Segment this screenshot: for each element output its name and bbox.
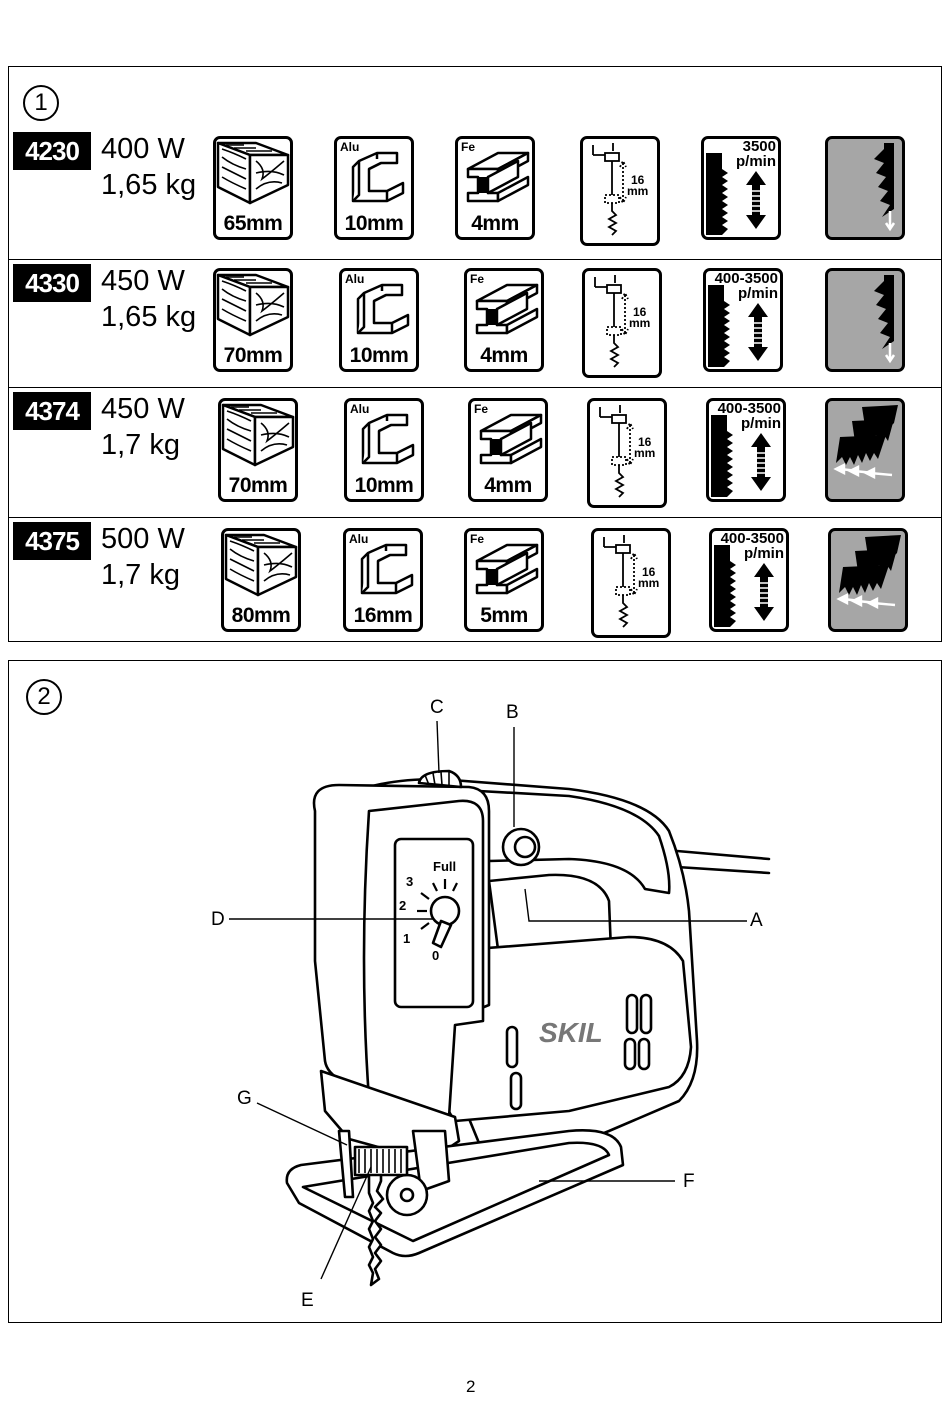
steel-capacity-icon: Fe 4mm — [455, 136, 535, 240]
steel-capacity-icon: Fe 4mm — [464, 268, 544, 372]
model-number: 4330 — [13, 264, 91, 302]
callout-a: A — [750, 910, 763, 931]
power-rating: 400 W — [101, 133, 185, 165]
page-number: 2 — [466, 1377, 476, 1396]
callout-f: F — [683, 1171, 695, 1192]
aluminium-capacity-value: 10mm — [354, 474, 414, 497]
speed-value: 3500 — [742, 138, 776, 155]
stroke-value: 16 — [637, 435, 652, 449]
stroke-value: 16 — [641, 565, 656, 579]
speed-unit: p/min — [736, 153, 776, 170]
steel-capacity-value: 4mm — [480, 344, 528, 367]
dust-blower-icon — [828, 528, 908, 632]
stroke-unit: mm — [634, 446, 656, 460]
speed-unit: p/min — [741, 415, 781, 432]
wood-capacity-value: 70mm — [228, 474, 288, 497]
alu-tag: Alu — [340, 140, 360, 154]
steel-capacity-value: 4mm — [484, 474, 532, 497]
fe-tag: Fe — [474, 402, 489, 416]
steel-capacity-icon: Fe 4mm — [468, 398, 548, 502]
wood-capacity-icon: 70mm — [218, 398, 298, 502]
wood-capacity-icon: 65mm — [213, 136, 293, 240]
spec-row-4230: 4230 400 W 1,65 kg 65mm Alu 10mm Fe 4mm … — [9, 128, 941, 258]
weight: 1,65 kg — [101, 169, 197, 201]
speed-unit: p/min — [744, 545, 784, 562]
aluminium-capacity-value: 10mm — [349, 344, 409, 367]
model-number: 4375 — [13, 522, 91, 560]
dial-label-0: 0 — [432, 948, 440, 963]
callout-d: D — [211, 909, 225, 930]
blade-change-icon — [825, 268, 905, 372]
power-rating: 450 W — [101, 265, 185, 297]
speed-value: 400-3500 — [717, 400, 781, 417]
callout-e: E — [301, 1290, 314, 1311]
jigsaw-overview-figure: 2 — [8, 660, 942, 1323]
speed-unit: p/min — [738, 285, 778, 302]
fe-tag: Fe — [470, 532, 485, 546]
steel-capacity-value: 4mm — [471, 212, 519, 235]
spec-row-4375: 4375 500 W 1,7 kg 80mm Alu 16mm Fe 5mm 1… — [9, 517, 941, 648]
dial-label-1: 1 — [403, 931, 411, 946]
spec-row-4374: 4374 450 W 1,7 kg 70mm Alu 10mm Fe 4mm 1… — [9, 387, 941, 518]
steel-capacity-value: 5mm — [480, 604, 528, 627]
alu-tag: Alu — [349, 532, 369, 546]
callout-b: B — [506, 702, 519, 723]
wood-capacity-icon: 80mm — [221, 528, 301, 632]
wood-capacity-value: 70mm — [223, 344, 283, 367]
dial-label-2: 2 — [399, 898, 407, 913]
figure-number-2: 2 — [26, 679, 62, 715]
alu-tag: Alu — [345, 272, 365, 286]
alu-tag: Alu — [350, 402, 370, 416]
jigsaw-drawing — [229, 720, 771, 1287]
speed-value: 400-3500 — [720, 530, 784, 547]
weight: 1,7 kg — [101, 559, 180, 591]
aluminium-capacity-value: 16mm — [353, 604, 413, 627]
power-rating: 450 W — [101, 393, 185, 425]
callout-c: C — [430, 697, 444, 718]
callout-g: G — [237, 1088, 252, 1109]
dial-label-3: 3 — [406, 874, 414, 889]
stroke-value: 16 — [630, 173, 645, 187]
speed-value: 400-3500 — [714, 270, 778, 287]
aluminium-capacity-icon: Alu 10mm — [344, 398, 424, 502]
steel-capacity-icon: Fe 5mm — [464, 528, 544, 632]
wood-capacity-value: 65mm — [223, 212, 283, 235]
brand-logo: SKIL — [539, 1017, 603, 1048]
model-number: 4230 — [13, 132, 91, 170]
stroke-unit: mm — [629, 316, 651, 330]
aluminium-capacity-icon: Alu 16mm — [343, 528, 423, 632]
power-rating: 500 W — [101, 523, 185, 555]
blade-change-icon — [825, 136, 905, 240]
fe-tag: Fe — [461, 140, 476, 154]
weight: 1,7 kg — [101, 429, 180, 461]
figure-number-1: 1 — [23, 85, 59, 121]
fe-tag: Fe — [470, 272, 485, 286]
stroke-unit: mm — [627, 184, 649, 198]
dial-label-full: Full — [433, 859, 457, 874]
stroke-unit: mm — [638, 576, 660, 590]
weight: 1,65 kg — [101, 301, 197, 333]
spec-row-4330: 4330 450 W 1,65 kg 70mm Alu 10mm Fe 4mm … — [9, 259, 941, 390]
wood-capacity-value: 80mm — [231, 604, 291, 627]
stroke-value: 16 — [632, 305, 647, 319]
dust-blower-icon — [825, 398, 905, 502]
wood-capacity-icon: 70mm — [213, 268, 293, 372]
aluminium-capacity-icon: Alu 10mm — [339, 268, 419, 372]
model-number: 4374 — [13, 392, 91, 430]
aluminium-capacity-value: 10mm — [344, 212, 404, 235]
aluminium-capacity-icon: Alu 10mm — [334, 136, 414, 240]
spec-table-figure: 1 4230 400 W 1,65 kg 65mm Alu 10mm Fe 4m… — [8, 66, 942, 642]
